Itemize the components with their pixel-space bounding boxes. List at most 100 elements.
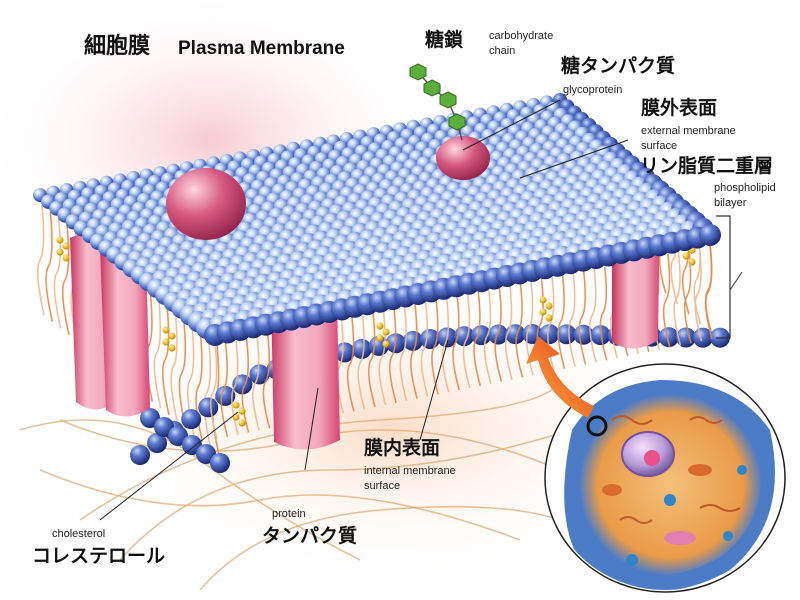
cholesterol-bead [539, 296, 547, 304]
lipid-tail [515, 283, 524, 378]
head-inner-0 [130, 445, 150, 465]
cholesterol-bead [162, 326, 170, 334]
cholesterol-bead [545, 302, 553, 310]
label-phospholipid-bilayer-en-1: phospholipid [714, 182, 776, 194]
head-inner-4 [198, 397, 219, 418]
lipid-tail [525, 281, 534, 376]
head-inner-22 [505, 324, 526, 345]
lipid-tail [568, 272, 576, 367]
lipid-tail [420, 302, 429, 397]
lipid-tail [399, 306, 408, 401]
lipid-tail [483, 289, 492, 384]
cholesterol-bead [56, 248, 64, 256]
lipid-tail [346, 317, 355, 412]
lipid-tail [473, 291, 482, 387]
head-inner-12 [334, 342, 355, 363]
cholesterol-bead [168, 344, 176, 352]
lipid-tail [504, 285, 513, 380]
cholesterol-bead [62, 242, 70, 250]
label-carbohydrate-chain-en-1: carbohydrate [489, 30, 554, 42]
cholesterol-bead [376, 334, 384, 342]
lipid-tail [357, 315, 366, 410]
lipid-tail [578, 270, 587, 365]
fiber-2 [119, 419, 601, 561]
carbohydrate-chain [409, 63, 466, 141]
label-carbohydrate-chain-en-2: chain [489, 45, 516, 57]
head-inner-left-5 [210, 453, 230, 473]
label-phospholipid-bilayer-jp: リン脂質二重層 [640, 155, 774, 177]
cholesterol-bead [545, 314, 553, 322]
lipid-tail [262, 334, 271, 429]
cell-inset [544, 363, 786, 593]
lipid-tail [589, 268, 597, 363]
head-inner-16 [402, 330, 423, 351]
label-cholesterol-jp: コレステロール [32, 545, 166, 567]
lipid-tail [557, 274, 566, 369]
lipid-tail [694, 247, 703, 342]
head-inner-13 [351, 338, 372, 359]
lipid-tail [45, 211, 54, 322]
head-inner-31 [658, 327, 679, 348]
protein-dome-left [166, 168, 246, 240]
fiber-4 [199, 505, 561, 591]
head-inner-5 [215, 385, 236, 406]
title-jp: 細胞膜 [84, 34, 151, 59]
cholesterol-bead [682, 252, 690, 260]
lipid-tail [410, 304, 418, 399]
lipid-tail [36, 204, 45, 316]
label-protein-en: protein [272, 508, 306, 520]
lipid-tail [178, 318, 187, 429]
lipid-tail [367, 312, 376, 408]
cholesterol-bead [539, 308, 547, 316]
lipid-tail [170, 311, 179, 422]
label-carbohydrate-chain-jp: 糖鎖 [425, 29, 464, 51]
cholesterol-bead [382, 340, 390, 348]
head-inner-24 [539, 324, 560, 345]
cholesterol-bead [688, 258, 696, 266]
lipid-tail [704, 244, 713, 340]
cholesterol-bead [162, 338, 170, 346]
lipid-tail [494, 287, 503, 382]
head-inner-26 [573, 324, 594, 345]
head-inner-33 [692, 327, 713, 348]
cholesterol-bead [238, 407, 246, 415]
lipid-tail [462, 293, 471, 389]
inset-focus-circle [586, 415, 608, 437]
cholesterol-bead [382, 328, 390, 336]
lipid-tail [388, 308, 397, 404]
lipid-tail [441, 298, 450, 393]
cholesterol-bead [232, 413, 240, 421]
label-external-surface-en-2: surface [641, 140, 678, 152]
head-inner-25 [556, 324, 577, 345]
fiber-1 [39, 469, 521, 541]
bilayer-leader [729, 271, 743, 291]
label-phospholipid-bilayer-en-2: bilayer [714, 197, 747, 209]
lipid-tail [452, 295, 461, 391]
cholesterol-bead [62, 254, 70, 262]
zoom-arrow [526, 336, 594, 418]
lipid-tail [673, 251, 682, 346]
lipid-tail [209, 344, 218, 440]
bilayer-bracket [716, 215, 731, 339]
label-external-surface-jp: 膜外表面 [641, 97, 718, 119]
label-internal-surface-en-2: surface [364, 480, 401, 492]
label-glycoprotein-en: glycoprotein [563, 84, 623, 96]
label-cholesterol-en: cholesterol [52, 528, 106, 540]
lipid-tail [153, 298, 162, 409]
cholesterol-bead [232, 401, 240, 409]
cholesterol-bead [376, 322, 384, 330]
label-external-surface-en-1: external membrane [641, 125, 736, 137]
head-inner-7 [249, 364, 270, 385]
lipid-tail [220, 342, 229, 438]
lipid-tail [431, 300, 439, 395]
lipid-tail [662, 253, 671, 348]
cholesterol-bead [238, 419, 246, 427]
label-protein-jp: タンパク質 [262, 525, 358, 547]
title-en: Plasma Membrane [178, 38, 345, 59]
lipid-tail [203, 338, 212, 449]
label-internal-surface-jp: 膜内表面 [364, 437, 441, 459]
lipid-tail [599, 266, 608, 361]
lipid-tail [683, 249, 692, 344]
